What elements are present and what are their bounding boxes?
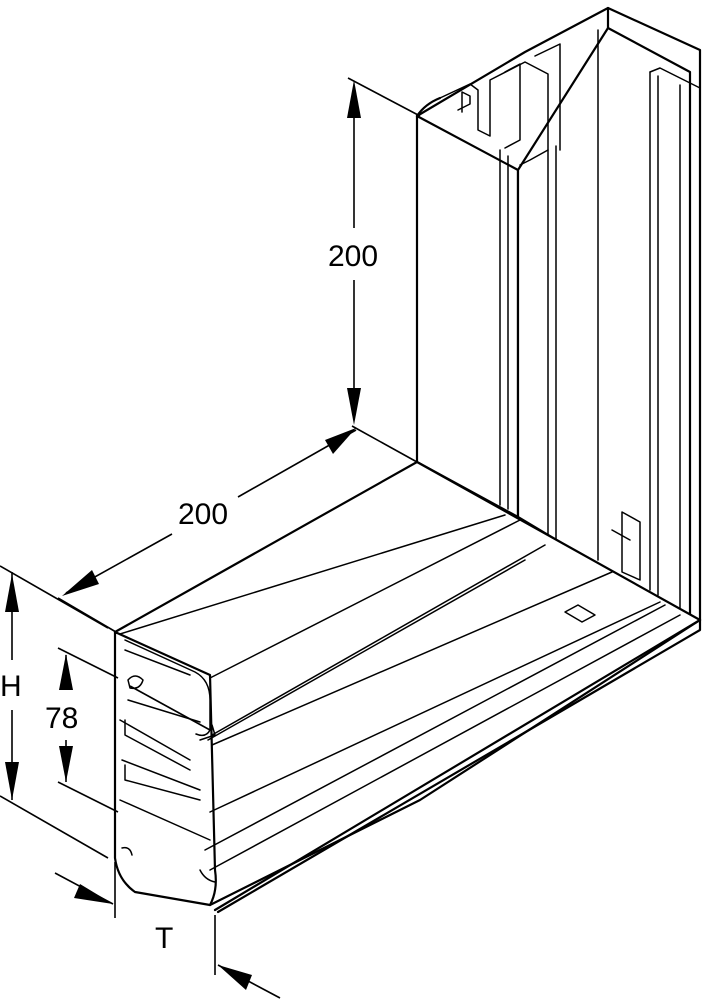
arrowhead-left <box>218 965 252 990</box>
label-height: H <box>0 670 22 703</box>
arrowhead-down <box>5 762 19 800</box>
dimension-horizontal-200: 200 <box>57 425 418 633</box>
dimension-inner-height: 78 <box>45 647 211 813</box>
label-vertical-length: 200 <box>328 240 378 273</box>
horizontal-duct <box>113 460 702 914</box>
arrowhead-up <box>347 80 361 118</box>
arrowhead-left <box>62 570 99 596</box>
dimension-depth: T <box>54 862 281 999</box>
label-inner-height: 78 <box>45 702 78 735</box>
arrowhead-up <box>59 654 73 690</box>
arrowhead-up <box>5 574 19 612</box>
vertical-duct <box>415 6 702 622</box>
dimension-height: H <box>0 565 109 859</box>
arrowhead-down <box>347 388 361 425</box>
arrowhead-right <box>325 428 356 454</box>
arrowhead-down <box>59 746 73 782</box>
label-horizontal-length: 200 <box>178 498 228 531</box>
dimension-vertical-200: 200 <box>328 77 421 425</box>
arrowhead-right <box>74 884 113 904</box>
label-depth: T <box>155 922 173 955</box>
